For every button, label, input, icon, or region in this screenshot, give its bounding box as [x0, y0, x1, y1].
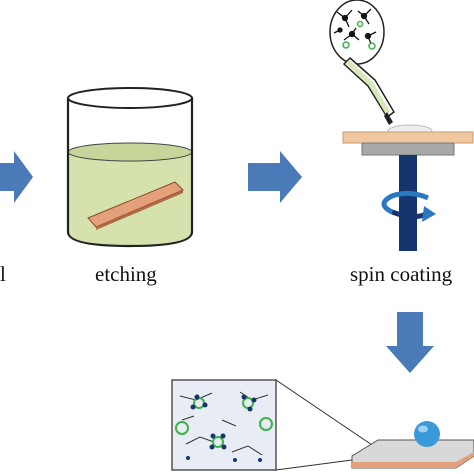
- droplet-icon: [414, 421, 440, 447]
- zoom-inset: [171, 379, 373, 471]
- arrow-right-icon: [0, 151, 33, 203]
- etching-label: etching: [95, 262, 157, 286]
- coated-substrate: [351, 421, 474, 469]
- left-step-label: l: [0, 262, 6, 286]
- beaker-icon: [66, 87, 194, 248]
- spin-coater: [342, 124, 474, 251]
- arrow-down-icon: [386, 312, 434, 373]
- rotation-arrow-icon: [381, 190, 430, 215]
- pipette-icon: [329, 0, 395, 125]
- copper-substrate: [87, 181, 184, 230]
- arrow-right-icon: [248, 151, 302, 203]
- nanoparticle-cluster: [333, 8, 377, 45]
- spin-coating-label: spin coating: [350, 262, 453, 286]
- nanoparticle-cluster: [175, 394, 273, 462]
